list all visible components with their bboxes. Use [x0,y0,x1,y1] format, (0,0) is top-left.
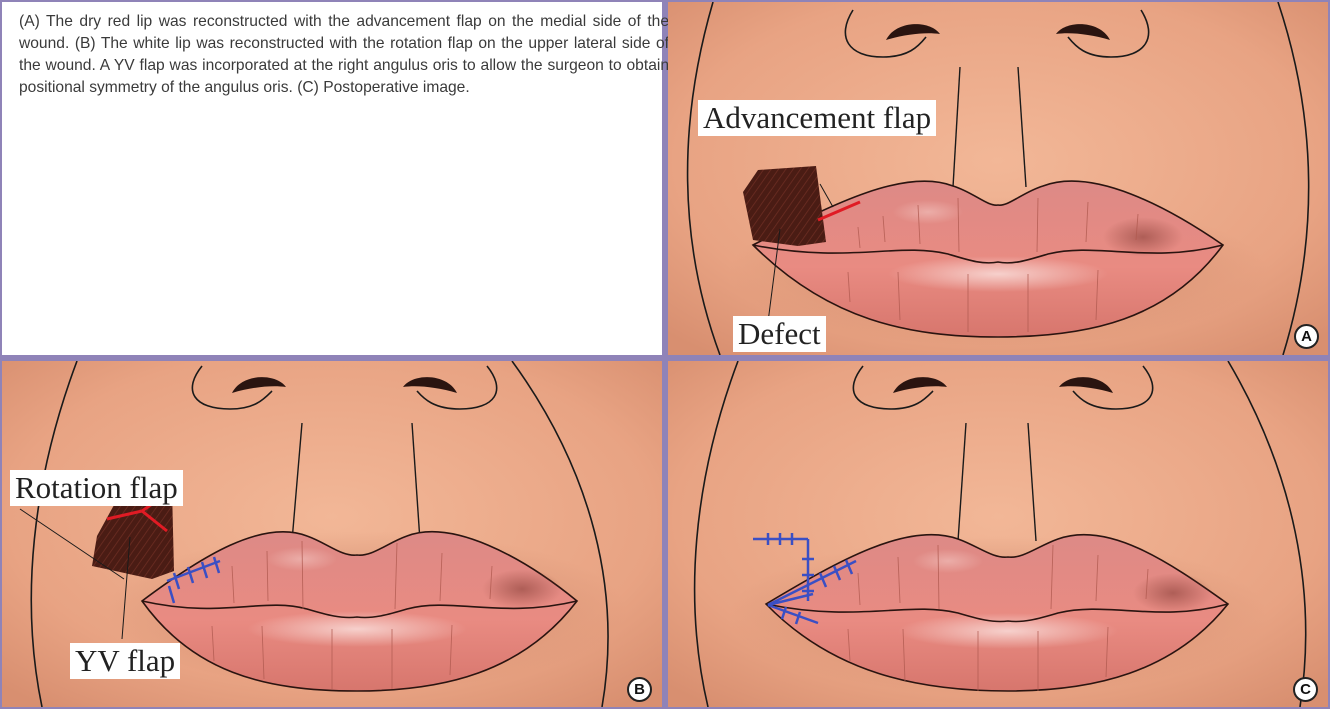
figure-caption: (A) The dry red lip was reconstructed wi… [19,11,669,99]
defect-area [743,166,826,246]
panel-c: C [668,361,1328,707]
panel-a: Advancement flap Defect A [668,2,1328,355]
panel-a-badge: A [1294,324,1319,349]
panel-c-illustration [668,361,1328,707]
panel-b: Rotation flap YV flap B [2,361,662,707]
panel-b-badge: B [627,677,652,702]
caption-area: (A) The dry red lip was reconstructed wi… [2,2,662,355]
advancement-flap-label: Advancement flap [698,100,936,136]
defect-label: Defect [733,316,826,352]
rotation-flap-label: Rotation flap [10,470,183,506]
panel-a-illustration [668,2,1328,355]
yv-flap-label: YV flap [70,643,180,679]
panel-c-badge: C [1293,677,1318,702]
